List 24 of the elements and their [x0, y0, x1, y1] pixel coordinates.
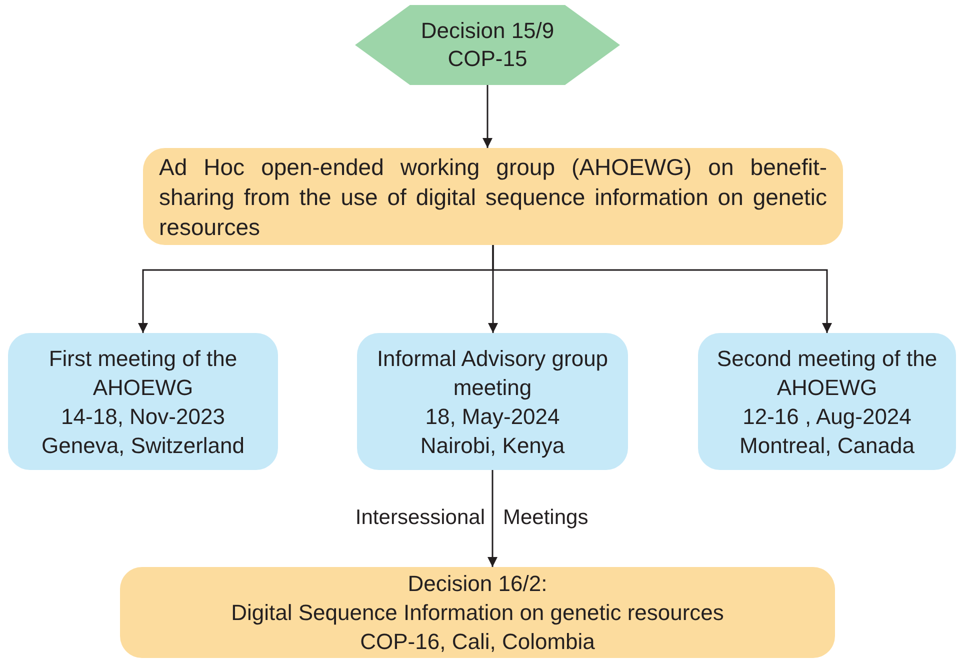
arrow	[482, 85, 492, 148]
side-label: Meetings	[503, 505, 588, 531]
meeting-box	[8, 333, 278, 470]
node-text: Decision 16/2:	[408, 570, 548, 598]
node-text: Montreal, Canada	[740, 432, 914, 460]
meeting-box	[698, 333, 956, 470]
node-text: Decision 15/9 COP-15	[420, 17, 556, 73]
node-text: Nairobi, Kenya	[420, 432, 565, 460]
hexagon-node	[355, 5, 620, 85]
node-text: 14-18, Nov-2023	[61, 402, 225, 430]
process-box	[120, 567, 835, 658]
node-text: Geneva, Switzerland	[42, 432, 244, 460]
node-text: Ad Hoc open-ended working group (AHOEWG) on benefit-sharing from the use of digital sequence information on genetic resources	[159, 152, 827, 242]
side-label: Intersessional	[355, 505, 485, 531]
arrow	[488, 470, 498, 567]
node-text: Informal Advisory group meeting	[376, 344, 610, 402]
node-text: 12-16 , Aug-2024	[742, 402, 912, 430]
node-text: 18, May-2024	[425, 402, 560, 430]
meeting-box	[357, 333, 628, 470]
node-text: Second meeting of the AHOEWG	[716, 344, 938, 402]
arrow	[492, 245, 832, 333]
node-text: COP-16, Cali, Colombia	[360, 628, 595, 656]
node-text: First meeting of the AHOEWG	[48, 344, 238, 402]
node-text: Digital Sequence Information on genetic resources	[231, 599, 724, 627]
